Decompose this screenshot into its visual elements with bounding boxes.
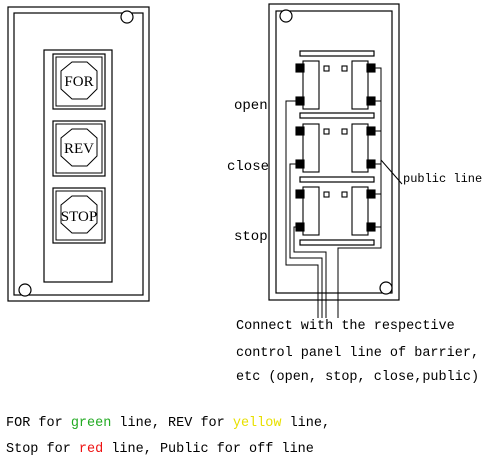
- legend-red-word: red: [78, 442, 104, 457]
- screw-hole-bottom-right: [379, 281, 393, 295]
- contact-blocks: [295, 60, 376, 236]
- screw-hole-bottom-left: [18, 283, 32, 297]
- stop-button: STOP: [52, 187, 106, 244]
- legend-rev-text: line, REV for: [111, 416, 233, 431]
- legend-public-text: line, Public for off line: [103, 442, 314, 457]
- note-line-1: Connect with the respective: [236, 319, 455, 334]
- stop-label: stop: [234, 229, 268, 245]
- legend-line-2: Stop for red line, Public for off line: [6, 442, 314, 457]
- legend-yellow-word: yellow: [232, 416, 282, 431]
- public-line-label: public line: [403, 172, 482, 186]
- legend-line-1: FOR for green line, REV for yellow line,: [6, 416, 330, 431]
- stop-button-label: STOP: [61, 209, 97, 225]
- screw-hole-top-left: [279, 9, 293, 23]
- rev-button-label: REV: [64, 141, 94, 157]
- for-button-label: FOR: [64, 74, 93, 90]
- legend-green-word: green: [70, 416, 112, 431]
- screw-hole-top-right: [120, 10, 134, 24]
- legend-stop-text: Stop for: [6, 442, 79, 457]
- note-line-2: control panel line of barrier,: [236, 346, 479, 361]
- legend-for-text: FOR for: [6, 416, 71, 431]
- open-label: open: [234, 98, 268, 114]
- rev-button: REV: [52, 120, 106, 177]
- for-button: FOR: [52, 53, 106, 110]
- note-line-3: etc (open, stop, close,public): [236, 370, 479, 385]
- contact-block-bars: [299, 50, 375, 246]
- legend-line-end: line,: [281, 416, 331, 431]
- control-box-front: [7, 6, 150, 302]
- control-box-rear: [268, 3, 400, 301]
- wires: [285, 67, 403, 318]
- close-label: close: [227, 159, 269, 175]
